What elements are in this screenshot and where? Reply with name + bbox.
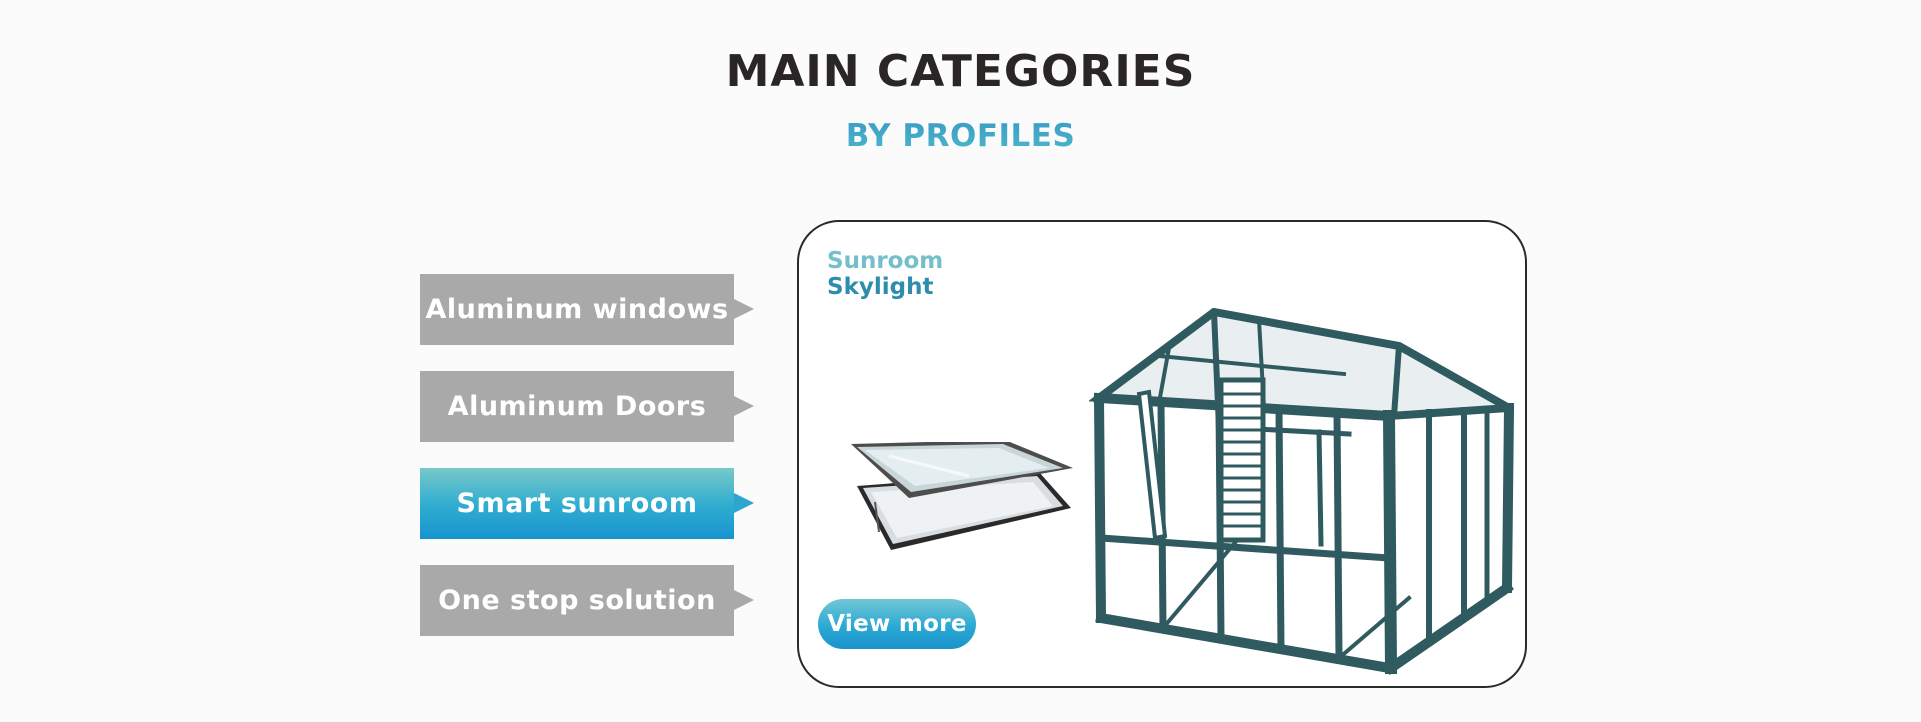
- sunroom-image: [1089, 308, 1514, 675]
- view-more-button[interactable]: View more: [818, 599, 976, 649]
- page-subtitle: BY PROFILES: [0, 118, 1921, 154]
- tab-aluminum-windows[interactable]: Aluminum windows: [420, 274, 754, 345]
- page-title: MAIN CATEGORIES: [725, 46, 1196, 97]
- card-label-sunroom: Sunroom: [827, 248, 944, 274]
- tab-aluminum-doors[interactable]: Aluminum Doors: [420, 371, 754, 442]
- category-card: Sunroom Skylight: [797, 220, 1527, 688]
- skylight-image: [851, 442, 1073, 550]
- card-label-skylight: Skylight: [827, 274, 934, 300]
- tab-one-stop-solution[interactable]: One stop solution: [420, 565, 754, 636]
- tab-smart-sunroom[interactable]: Smart sunroom: [420, 468, 754, 539]
